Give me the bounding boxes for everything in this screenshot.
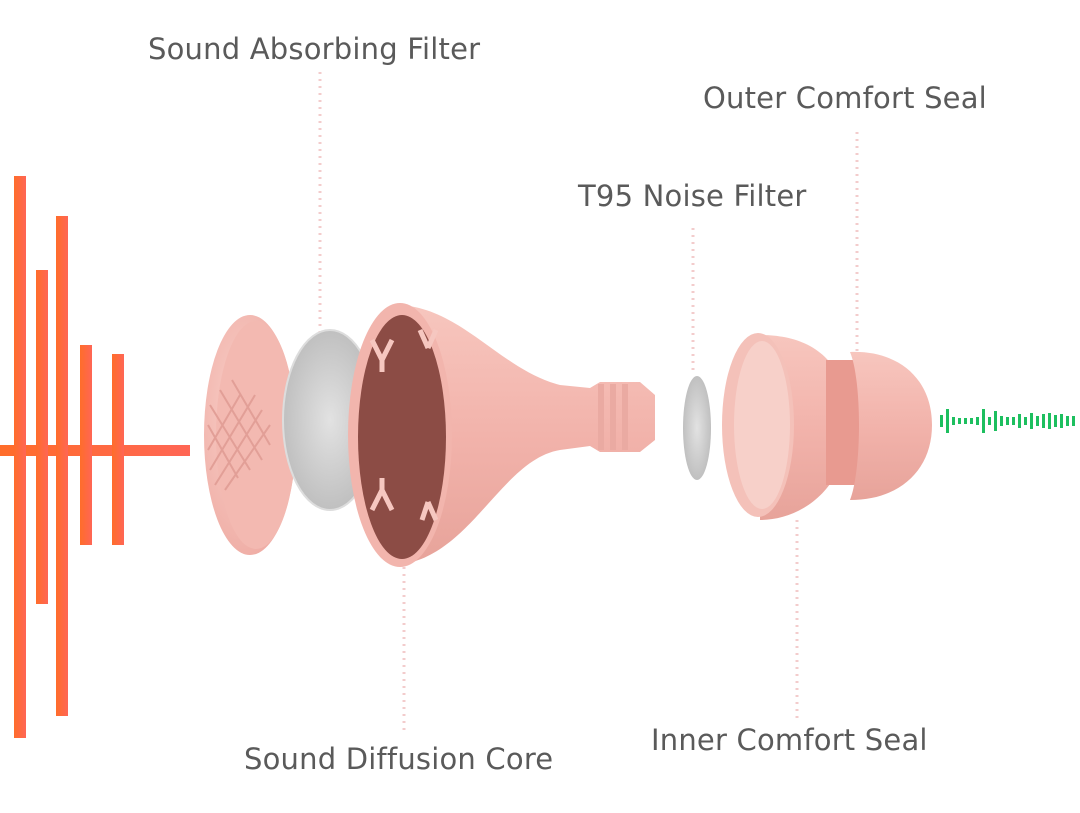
quiet-wave-bar	[1018, 414, 1021, 428]
quiet-wave-bar	[1048, 413, 1051, 429]
label-sound-absorbing-filter: Sound Absorbing Filter	[148, 32, 481, 66]
quiet-wave-bar	[1012, 417, 1015, 425]
quiet-wave-bar	[1054, 415, 1057, 427]
quiet-wave-bar	[1072, 416, 1075, 426]
leader-lines	[318, 72, 859, 735]
quiet-wave-bar	[1024, 417, 1027, 425]
label-outer-comfort-seal: Outer Comfort Seal	[703, 81, 987, 115]
quiet-wave-bar	[940, 415, 943, 427]
quiet-wave-bar	[952, 417, 955, 425]
inner-comfort-seal-part	[722, 333, 866, 520]
quiet-wave-bar	[1066, 416, 1069, 426]
label-sound-diffusion-core: Sound Diffusion Core	[244, 742, 554, 776]
quiet-wave-bar	[1060, 414, 1063, 428]
label-t95-noise-filter: T95 Noise Filter	[578, 179, 807, 213]
quiet-wave-bar	[958, 418, 961, 424]
label-inner-comfort-seal: Inner Comfort Seal	[651, 723, 928, 757]
quiet-wave-bar	[976, 417, 979, 425]
quiet-wave-bar	[982, 409, 985, 433]
quiet-wave-bar	[946, 409, 949, 433]
quiet-wave-bar	[1036, 416, 1039, 426]
sound-diffusion-core-part	[348, 303, 655, 567]
quiet-wave-bar	[1042, 414, 1045, 428]
quiet-wave-bar	[964, 418, 967, 424]
quiet-wave-bar	[1000, 416, 1003, 426]
outer-comfort-seal-part	[850, 351, 932, 500]
quiet-wave-bar	[1006, 417, 1009, 425]
quiet-wave-bar	[1030, 413, 1033, 429]
quiet-wave-bar	[970, 418, 973, 424]
loud-sound-wave-icon	[0, 176, 190, 738]
quiet-sound-wave-icon	[940, 409, 1075, 433]
t95-noise-filter-part	[683, 376, 711, 480]
quiet-wave-bar	[994, 411, 997, 431]
earplug-cap-disc	[204, 315, 296, 555]
quiet-wave-bar	[988, 417, 991, 425]
diamond-pattern-icon	[207, 379, 271, 491]
